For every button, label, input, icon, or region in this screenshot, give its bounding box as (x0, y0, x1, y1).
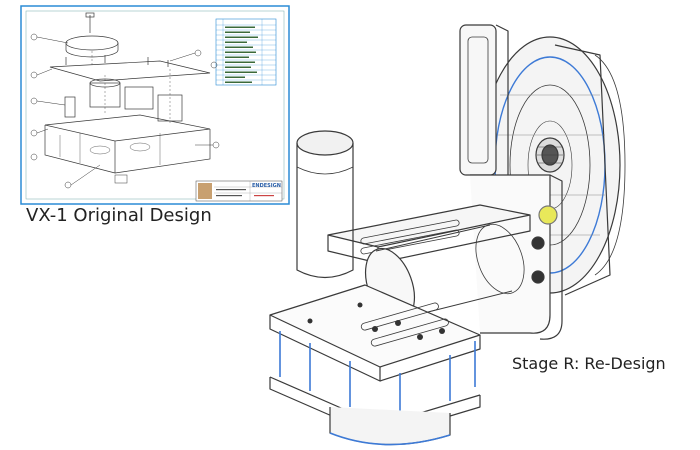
caption-redesign: Stage R: Re-Design (512, 354, 666, 373)
bubble-level (538, 205, 558, 225)
exploded-assembly (30, 12, 220, 189)
parts-list-table (215, 18, 277, 86)
title-block: ENDESIGN (195, 180, 283, 202)
locking-knob[interactable] (535, 137, 565, 173)
tilt-plate (327, 204, 531, 264)
company-name: ENDESIGN (252, 183, 281, 189)
stage-r-redesign-render (269, 24, 626, 446)
caption-original-design: VX-1 Original Design (26, 205, 212, 226)
l-bracket (470, 174, 563, 340)
lens-cylinder-left (296, 130, 354, 279)
vx1-drawing-sheet: ENDESIGN (20, 5, 290, 205)
pan-base (269, 284, 481, 446)
